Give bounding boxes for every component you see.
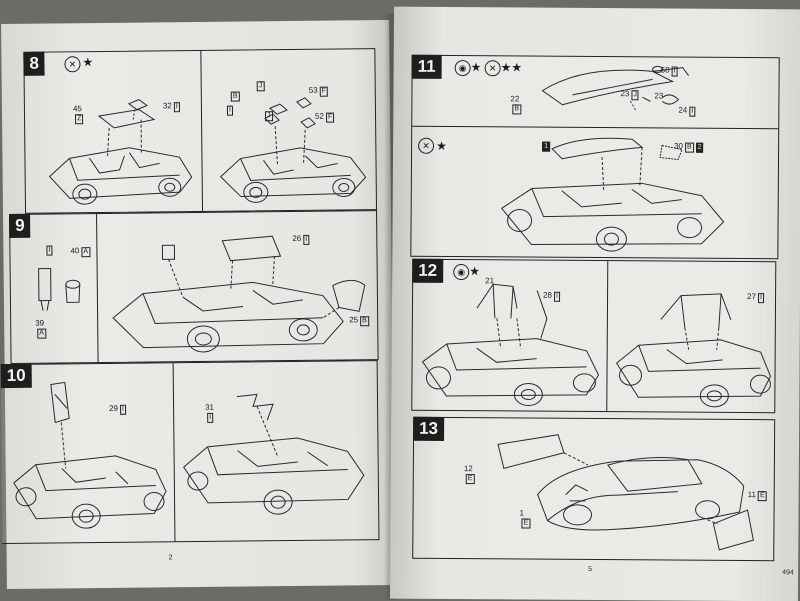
star-icon: ★ [470, 60, 482, 75]
step-10-car-diagram-right [183, 393, 365, 515]
step-9-divider [96, 214, 99, 363]
star-icon: ★ [82, 55, 94, 70]
step-9-small-parts-diagram [38, 268, 81, 311]
paint-icon: ◉ [454, 60, 471, 77]
glue-icon: ✕ [418, 137, 435, 154]
step-8-car-diagram-right [219, 97, 367, 203]
left-page-number: 2 [168, 554, 173, 562]
step-10-car-diagram-left [13, 381, 167, 529]
step-11-car-diagram [500, 137, 725, 252]
star-icon: ★ [436, 138, 447, 153]
step-12-divider [606, 261, 609, 412]
step-11-divider [412, 125, 779, 130]
step-9-car-diagram [112, 235, 366, 353]
part-box-i-9: I [44, 245, 53, 256]
double-star-icon: ★★ [500, 60, 523, 75]
step-8-car-diagram-left [48, 99, 193, 205]
right-page-corner-code: 494 [782, 569, 794, 577]
part-box-j-top: J [255, 80, 265, 92]
glue-icon: ✕ [64, 56, 81, 73]
step-11-wing-diagram [541, 65, 689, 112]
step-13-badge: 13 [413, 416, 445, 441]
right-page-number: 5 [588, 565, 593, 573]
step-12-car-diagram-left [421, 283, 600, 407]
step-11-badge: 11 [411, 54, 442, 79]
glue-icon: ✕ [484, 60, 501, 77]
step-8-badge: 8 [23, 51, 46, 76]
star-icon: ★ [469, 264, 481, 279]
step-13-body-diagram [497, 434, 754, 551]
step-9-badge: 9 [9, 213, 31, 238]
step-8-divider [200, 50, 204, 211]
step-12-car-diagram-right [615, 293, 772, 408]
